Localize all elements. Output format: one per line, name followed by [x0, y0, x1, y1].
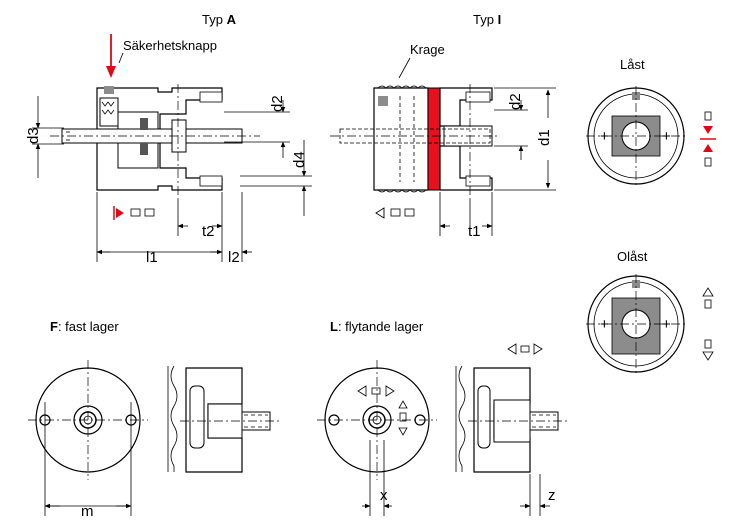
safety-button-icon	[104, 86, 114, 94]
float-up-icon	[398, 400, 408, 409]
svg-text:+: +	[662, 316, 671, 333]
push-arrowhead-icon	[106, 66, 116, 78]
floating-bearing-title: L: flytande lager	[330, 319, 424, 334]
dim-t2: t2	[202, 223, 215, 240]
unlocked-view: Olåst + +	[586, 249, 714, 374]
float-down-icon	[398, 427, 408, 436]
dim-z: z	[548, 487, 556, 504]
red-collar	[427, 87, 441, 191]
dim-d2-i: d2	[507, 93, 524, 110]
dim-d1: d1	[536, 129, 553, 146]
unlock-down-arrow-icon	[702, 351, 714, 361]
dim-l1: l1	[146, 249, 158, 266]
rotate-direction-icon	[375, 207, 385, 219]
type-i-view: Typ I Krage d2 d1	[330, 12, 556, 240]
svg-text:+: +	[600, 316, 609, 333]
housing-body	[96, 87, 223, 191]
type-a-title: Typ A	[202, 12, 237, 27]
collar-label: Krage	[410, 42, 445, 57]
type-a-view: Typ A Säkerhetsknapp d3	[25, 12, 312, 266]
dim-d2-a: d2	[269, 95, 286, 112]
locked-view: Låst + +	[586, 57, 716, 186]
lock-down-arrow-icon	[703, 126, 713, 134]
svg-text:+: +	[662, 128, 671, 145]
type-i-title: Typ I	[473, 12, 501, 27]
unlocked-label: Olåst	[617, 249, 648, 264]
svg-text:+: +	[600, 128, 609, 145]
dim-m: m	[81, 503, 94, 520]
unlock-up-arrow-icon	[702, 287, 714, 297]
dim-x: x	[380, 487, 388, 504]
dim-l2: l2	[228, 249, 240, 266]
float-left-icon	[357, 385, 367, 397]
lock-up-arrow-icon	[703, 144, 713, 152]
fixed-bearing-title: F: fast lager	[50, 319, 119, 334]
floating-bearing-view: L: flytande lager x	[317, 319, 568, 516]
dim-d3: d3	[25, 127, 42, 144]
dim-d4: d4	[291, 151, 308, 168]
locked-label: Låst	[620, 57, 645, 72]
float-right-icon	[385, 385, 395, 397]
fixed-bearing-view: F: fast lager m	[28, 319, 280, 520]
pull-direction-icon	[116, 208, 124, 218]
safety-button-label: Säkerhetsknapp	[123, 38, 217, 53]
dim-t1: t1	[468, 223, 481, 240]
